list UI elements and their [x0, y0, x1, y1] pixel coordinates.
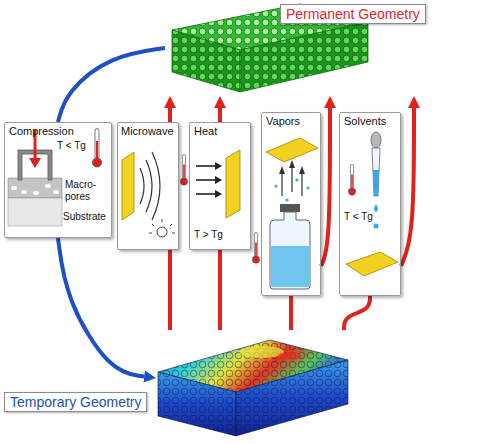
connector-arrow: [401, 108, 414, 266]
sample-plate: [346, 252, 398, 276]
connector-arrow: [58, 238, 144, 376]
lattice-front-face: [236, 360, 348, 436]
panel-heading: Vapors: [266, 115, 300, 128]
temperature-label: T < Tg: [57, 140, 86, 152]
vapor-dot: [306, 186, 309, 189]
lattice-front-face: [240, 22, 368, 92]
panel-heading: Heat: [194, 125, 217, 138]
lattice-front-rings: [236, 360, 348, 436]
geometry-state: Permanent Geometry: [165, 0, 430, 96]
connector-arrow: [289, 296, 293, 330]
sample-plate: [122, 152, 134, 220]
heat-arrow: [196, 193, 216, 195]
pore: [53, 190, 59, 194]
temperature-label: T < Tg: [344, 211, 373, 223]
solvent-drop: [374, 204, 378, 212]
strain-hotspot: [240, 346, 284, 358]
pipette-tube: [372, 148, 380, 196]
connector-arrow: [321, 108, 330, 266]
connector-arrow: [168, 108, 172, 122]
bottle-liquid: [271, 246, 309, 287]
geometry-state: Temporary Geometry: [156, 330, 352, 440]
bottle-cap: [280, 204, 300, 212]
wave-arc: [152, 152, 160, 220]
pore: [45, 184, 51, 188]
thermometer-icon: [93, 129, 102, 168]
bulb-icon: [157, 227, 167, 237]
connector-arrow: [218, 250, 222, 330]
state-label: Temporary Geometry: [4, 392, 147, 412]
microwave-illustration: [122, 152, 188, 237]
wave-arc: [140, 168, 144, 204]
bulb-rays: [149, 219, 175, 233]
sample-plate: [226, 150, 240, 218]
temporary-lattice: [158, 340, 348, 436]
stimulus-panel: Heat T > Tg: [189, 122, 251, 250]
vapor-dot: [285, 198, 288, 201]
stimulus-panel: Compression T < Tg Macro- poresSubstrate: [4, 122, 112, 238]
heat-arrowhead: [215, 162, 222, 170]
vapor-arrowhead: [279, 166, 285, 174]
vapor-arrowhead: [299, 166, 305, 174]
temperature-label: T > Tg: [194, 229, 223, 241]
stimulus-panel: Solvents T < Tg: [339, 112, 401, 296]
vapor-arrows: [282, 166, 302, 196]
layer-label: Macro- pores: [65, 179, 109, 202]
sample-plate: [266, 138, 318, 162]
pore: [11, 186, 17, 190]
bottle: [270, 212, 310, 289]
pore: [21, 190, 27, 194]
substrate-layer: [8, 198, 62, 226]
stimulus-panel: Microwave: [117, 122, 179, 250]
pipette-liquid: [373, 170, 379, 196]
lattice-side-face: [158, 372, 236, 436]
heat-arrowhead: [215, 176, 222, 184]
lattice-side-face: [172, 30, 240, 92]
panel-heading: Microwave: [121, 125, 174, 138]
panel-heading: Compression: [9, 125, 74, 138]
pipette-bulb: [371, 132, 381, 148]
connector-arrow: [218, 108, 222, 122]
heat-arrow: [196, 179, 216, 181]
thermometer-icon: [180, 154, 187, 185]
lattice-side-rings: [158, 372, 236, 436]
panel-heading: Solvents: [344, 115, 386, 128]
solvent-drop: [374, 224, 379, 229]
pore: [33, 191, 39, 195]
wave-arc: [146, 160, 152, 212]
vapors-illustration: [252, 138, 318, 289]
state-label: Permanent Geometry: [280, 4, 426, 24]
layer-label: Substrate: [63, 211, 106, 223]
thermometer-icon: [252, 232, 259, 263]
macropore-layer: [8, 178, 62, 198]
heat-arrowhead: [215, 190, 222, 198]
vapor-dot: [295, 178, 298, 181]
heat-arrow: [196, 165, 216, 167]
force-arrowhead: [29, 158, 41, 168]
vapor-arrowhead: [289, 160, 295, 168]
heat-illustration: [196, 150, 240, 218]
strain-hotspot: [278, 352, 302, 360]
connector-arrow: [344, 296, 370, 330]
connector-arrow: [168, 250, 172, 330]
vapor-dot: [274, 184, 277, 187]
connector-arrow: [58, 48, 165, 122]
thermometer-icon: [348, 164, 355, 195]
solvents-illustration: [346, 132, 398, 276]
stimulus-panel: Vapors: [261, 112, 321, 296]
